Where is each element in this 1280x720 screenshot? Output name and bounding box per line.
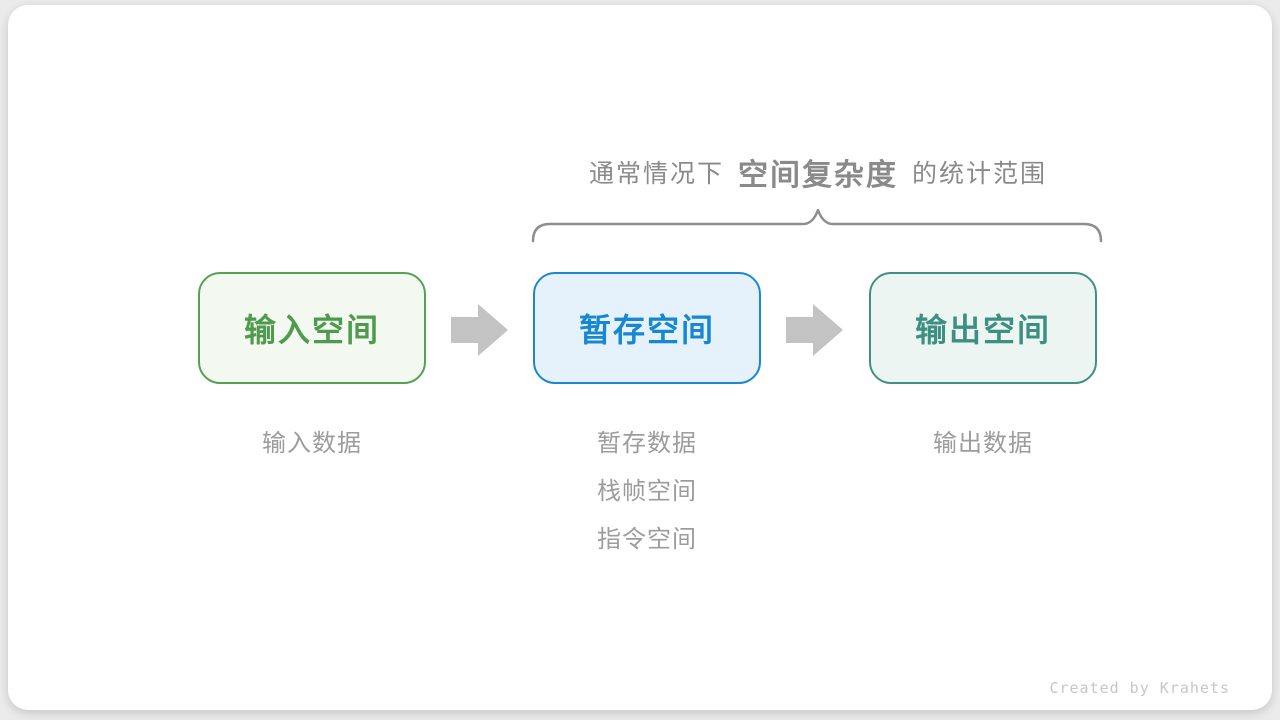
credit-text: Created by Krahets <box>1049 679 1230 697</box>
arrow-right-icon <box>451 304 508 356</box>
arrow-right-shape <box>786 304 843 356</box>
box-temp-space-label: 暂存空间 <box>578 312 715 348</box>
arrow-right-shape <box>451 304 508 356</box>
note-line: 栈帧空间 <box>597 478 697 505</box>
caption: 通常情况下 空间复杂度 的统计范围 <box>458 151 1178 193</box>
note-line: 暂存数据 <box>597 430 697 457</box>
note-temp: 暂存数据 栈帧空间 指令空间 <box>533 420 761 564</box>
box-output-space: 输出空间 <box>869 272 1097 384</box>
caption-suffix: 的统计范围 <box>912 160 1048 188</box>
curly-brace-path <box>531 208 1103 243</box>
box-input-space: 输入空间 <box>198 272 426 384</box>
note-output: 输出数据 <box>869 420 1097 468</box>
note-line: 指令空间 <box>597 526 697 553</box>
note-input: 输入数据 <box>198 420 426 468</box>
box-temp-space: 暂存空间 <box>533 272 761 384</box>
note-line: 输出数据 <box>933 430 1033 457</box>
note-line: 输入数据 <box>262 430 362 457</box>
box-output-space-label: 输出空间 <box>914 312 1051 348</box>
box-input-space-label: 输入空间 <box>243 312 380 348</box>
diagram-card: 通常情况下 空间复杂度 的统计范围 输入空间 暂存空间 输出空间 输入数据 暂存… <box>8 5 1272 710</box>
caption-prefix: 通常情况下 <box>588 160 724 188</box>
curly-brace <box>531 208 1103 243</box>
caption-highlight: 空间复杂度 <box>738 159 898 192</box>
arrow-right-icon <box>786 304 843 356</box>
